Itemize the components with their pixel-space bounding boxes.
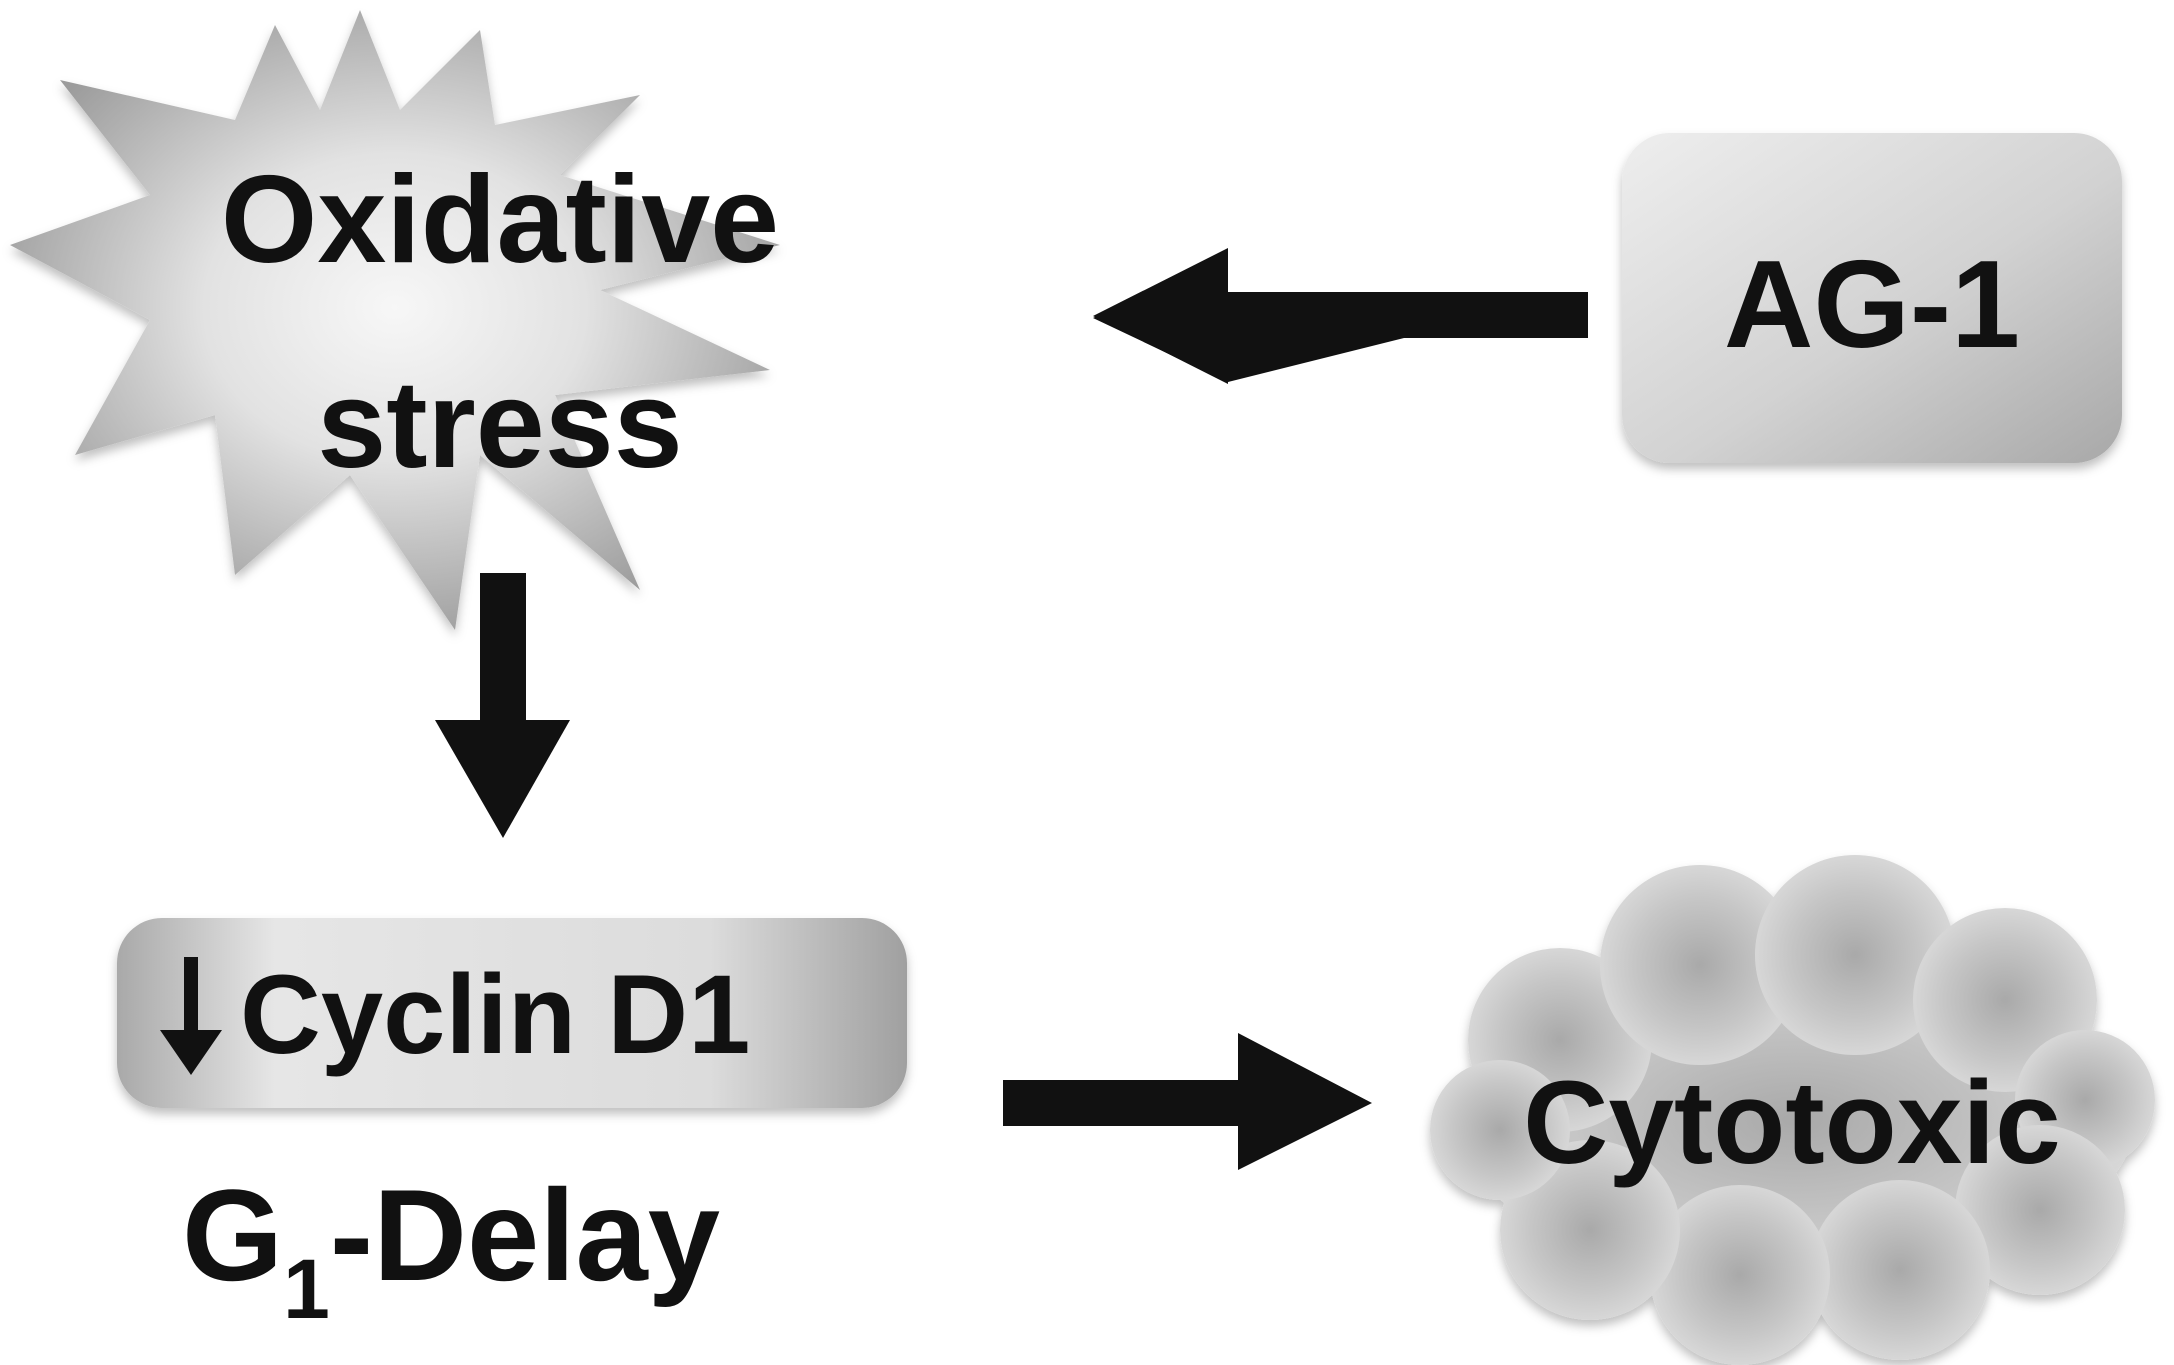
arrow-left-shape (1093, 248, 1588, 384)
g1-delay-subscript: 1 (283, 1242, 330, 1336)
ag1-label: AG-1 (1724, 236, 2020, 374)
g1-delay-suffix: -Delay (330, 1162, 720, 1308)
starburst-shape (10, 10, 780, 630)
cytotoxic-label: Cytotoxic (1523, 1057, 2061, 1189)
oxidative-stress-node: Oxidative stress (10, 10, 780, 630)
cyclin-d1-node: Cyclin D1 (117, 918, 907, 1108)
down-arrow-icon (160, 957, 222, 1075)
oxidative-stress-label-line2: stress (317, 356, 682, 494)
cloud-shape (1430, 855, 2155, 1365)
oxidative-stress-label-line1: Oxidative (221, 151, 779, 289)
cytotoxic-node: Cytotoxic (1430, 855, 2155, 1365)
ag1-box (1622, 133, 2122, 463)
ag1-node: AG-1 (1622, 133, 2122, 463)
cyclin-d1-label: Cyclin D1 (240, 952, 750, 1077)
g1-delay-prefix: G (182, 1162, 283, 1308)
arrow-cyclin-to-cytotoxic (1003, 1033, 1372, 1170)
cyclin-d1-box (117, 918, 907, 1108)
arrow-oxidative-stress-to-cyclin (435, 573, 570, 838)
g1-delay-label: G1-Delay (182, 1162, 720, 1336)
